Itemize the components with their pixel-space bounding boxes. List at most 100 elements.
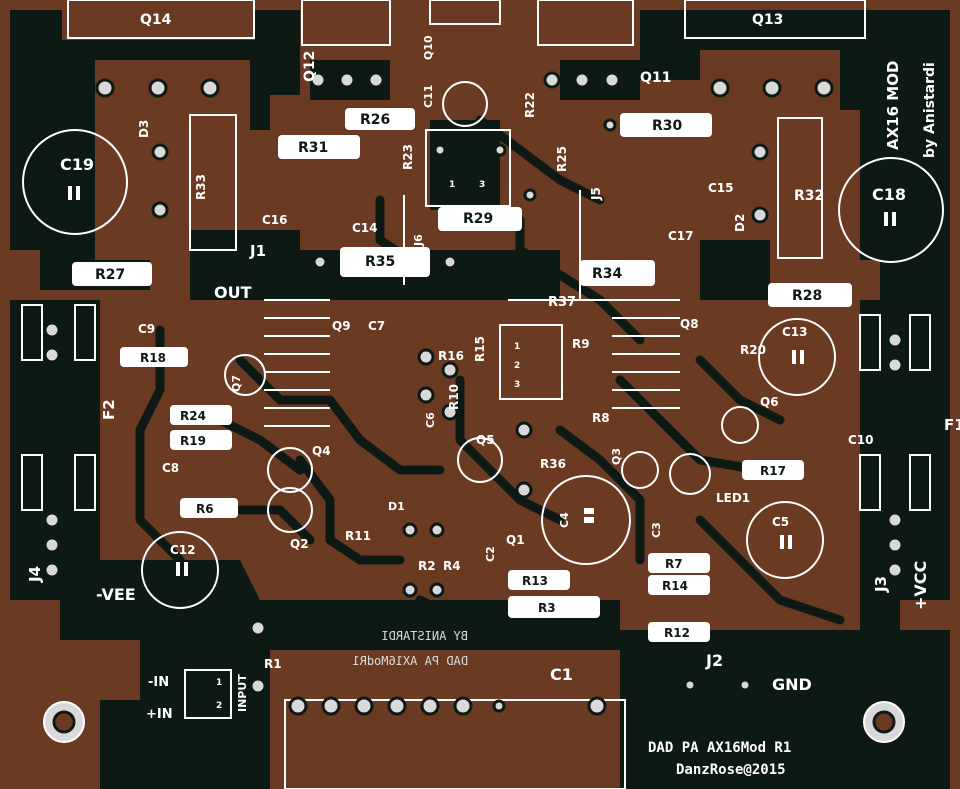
label-f2: F2 — [100, 399, 118, 420]
label-r11: R11 — [345, 529, 371, 543]
label-r18: R18 — [140, 351, 166, 365]
label-c14: C14 — [352, 221, 378, 235]
label-r15: R15 — [473, 336, 487, 362]
net-labels: OUT -VEE +VCC GND -IN +IN INPUT F1 F2 — [96, 283, 960, 722]
label-d1: D1 — [388, 500, 405, 513]
label-r32: R32 — [794, 188, 824, 204]
label-q2: Q2 — [290, 537, 309, 551]
pin-number: 2 — [514, 361, 520, 371]
pin-number: 3 — [514, 380, 520, 390]
label-r4: R4 — [443, 559, 461, 573]
label-gnd: GND — [772, 675, 812, 694]
label-r28: R28 — [792, 288, 822, 304]
label-c2: C2 — [484, 546, 497, 562]
cap-c4-outline — [541, 475, 631, 565]
cap-symbols — [68, 186, 896, 576]
label-r37: R37 — [548, 295, 576, 310]
label-c6: C6 — [424, 412, 437, 428]
label-j3: J3 — [872, 576, 890, 593]
cap-c13-outline — [758, 318, 836, 396]
label-q8: Q8 — [680, 317, 699, 331]
label-plus-in: +IN — [146, 707, 173, 722]
silkscreen-layer — [21, 0, 944, 789]
label-r9: R9 — [572, 337, 590, 351]
label-r8: R8 — [592, 411, 610, 425]
label-c12: C12 — [170, 543, 196, 557]
label-r36: R36 — [540, 457, 566, 471]
board-author-vertical: by Anistardi — [922, 62, 938, 158]
label-r29: R29 — [463, 211, 493, 227]
label-r25: R25 — [555, 146, 569, 172]
label-c10: C10 — [848, 433, 874, 447]
label-j4: J4 — [26, 566, 44, 583]
label-c8: C8 — [162, 461, 179, 475]
label-j1: J1 — [249, 242, 266, 260]
mirror-line-1: BY ANISTARDI — [381, 629, 468, 643]
label-r19: R19 — [180, 434, 206, 448]
label-r1: R1 — [264, 657, 282, 671]
label-r27: R27 — [95, 267, 125, 283]
label-c11: C11 — [422, 85, 435, 108]
label-c1: C1 — [550, 665, 573, 684]
label-led1: LED1 — [716, 491, 750, 505]
label-r24: R24 — [180, 409, 206, 423]
footer-line-1: DAD PA AX16Mod R1 — [648, 740, 791, 756]
resistor-bodies — [72, 108, 852, 642]
pin-number: 2 — [216, 701, 222, 711]
component-labels: Q14 Q13 Q12 Q11 Q10 Q9 Q8 Q7 Q6 Q5 Q4 Q3… — [26, 12, 906, 711]
label-q5: Q5 — [476, 433, 495, 447]
label-r2: R2 — [418, 559, 436, 573]
board-titles: AX16 MOD by Anistardi DAD PA AX16Mod R1 … — [352, 61, 938, 778]
pin-number: 1 — [514, 342, 520, 352]
label-c15: C15 — [708, 181, 734, 195]
label-r14: R14 — [662, 579, 688, 593]
label-j5: J5 — [589, 187, 603, 201]
label-j6: J6 — [412, 234, 425, 247]
label-q13: Q13 — [752, 12, 783, 28]
cap-c18-outline — [838, 157, 944, 263]
pin-number: 1 — [449, 180, 455, 190]
label-r20: R20 — [740, 343, 766, 357]
label-c19: C19 — [60, 155, 94, 174]
cap-c11-outline — [442, 81, 488, 127]
label-r23: R23 — [401, 144, 415, 170]
label-input: INPUT — [236, 674, 249, 712]
label-c4: C4 — [558, 512, 571, 528]
label-q9: Q9 — [332, 319, 351, 333]
label-c3: C3 — [650, 522, 663, 538]
cap-c5-outline — [746, 501, 824, 579]
label-c18: C18 — [872, 185, 906, 204]
mounting-holes — [43, 701, 905, 743]
pin-number: 1 — [216, 678, 222, 688]
label-r17: R17 — [760, 464, 786, 478]
label-d3: D3 — [137, 120, 151, 138]
label-q6: Q6 — [760, 395, 779, 409]
label-r33: R33 — [194, 174, 208, 200]
label-r12: R12 — [664, 626, 690, 640]
label-r3: R3 — [538, 601, 556, 615]
label-r13: R13 — [522, 574, 548, 588]
label-r31: R31 — [298, 140, 328, 156]
label-q1: Q1 — [506, 533, 525, 547]
label-minus-in: -IN — [148, 675, 169, 690]
label-q10: Q10 — [422, 35, 435, 60]
label-r26: R26 — [360, 112, 390, 128]
board-title-vertical: AX16 MOD — [884, 61, 902, 150]
label-f1: F1 — [944, 416, 960, 434]
label-d2: D2 — [733, 214, 747, 232]
label-c16: C16 — [262, 213, 288, 227]
label-r35: R35 — [365, 254, 395, 270]
label-c9: C9 — [138, 322, 155, 336]
label-r6: R6 — [196, 502, 214, 516]
pad-layer — [43, 71, 904, 716]
label-c7: C7 — [368, 319, 385, 333]
label-r10: R10 — [447, 384, 461, 410]
label-q3: Q3 — [610, 448, 623, 465]
label-vee: -VEE — [96, 585, 136, 604]
pin-number: 3 — [479, 180, 485, 190]
cap-c19-outline — [22, 129, 128, 235]
label-r22: R22 — [523, 92, 537, 118]
label-r30: R30 — [652, 118, 683, 134]
label-c17: C17 — [668, 229, 694, 243]
